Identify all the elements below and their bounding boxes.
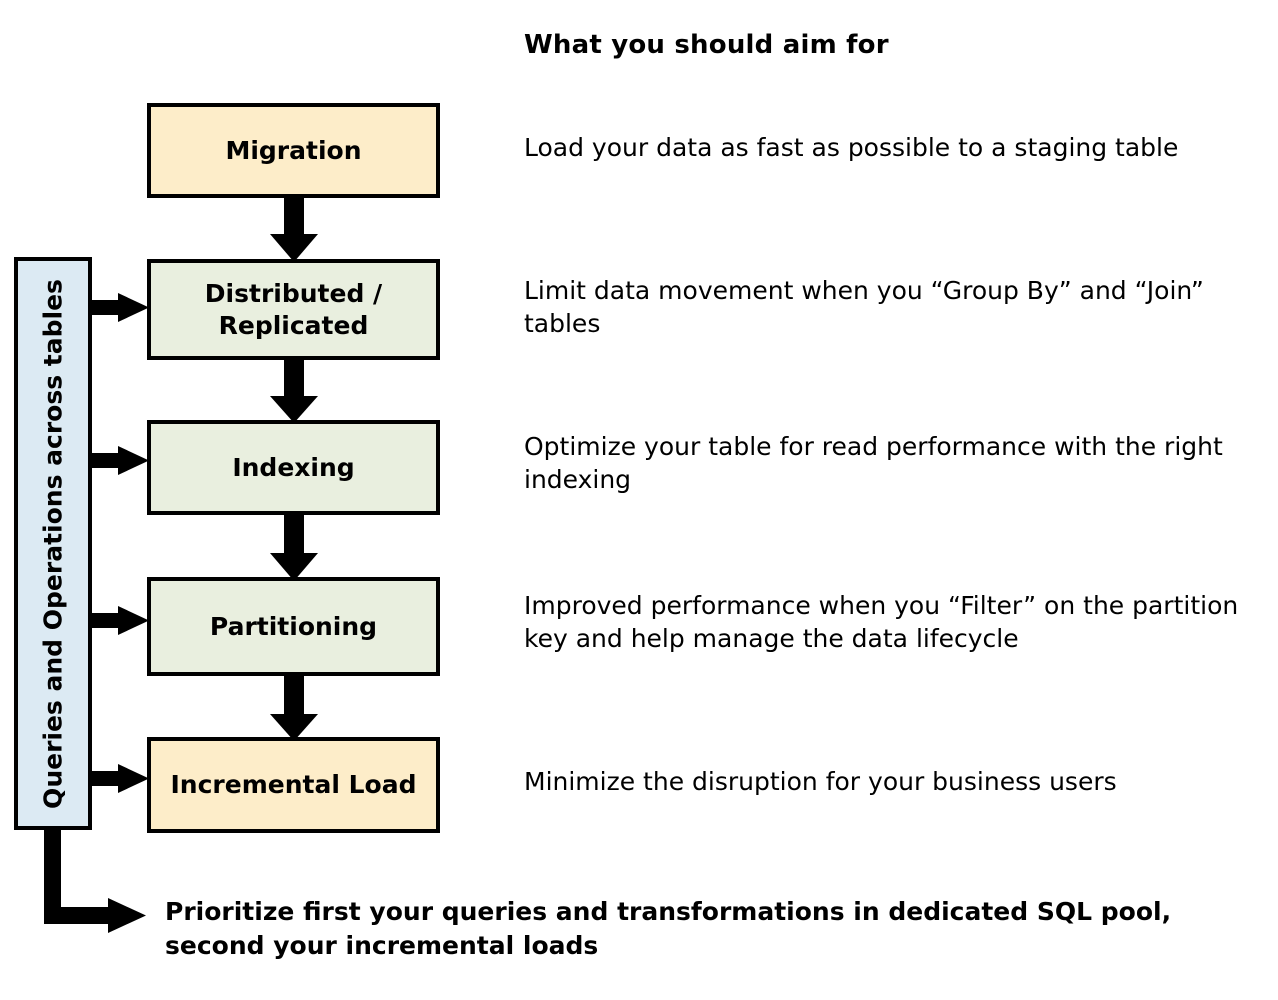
conclusion-text: Prioritize first your queries and transf… xyxy=(165,897,1172,960)
conclusion-elbow-arrow xyxy=(44,824,146,933)
stage-label-migration: Migration xyxy=(225,135,362,165)
arrow-shaft-distributed-indexing xyxy=(284,358,304,400)
stage-box-indexing[interactable]: Indexing xyxy=(147,420,440,515)
description-indexing: Optimize your table for read performance… xyxy=(524,432,1223,495)
stage-box-migration[interactable]: Migration xyxy=(147,103,440,198)
queries-operations-bar-label: Queries and Operations across tables xyxy=(38,278,68,809)
description-distributed-replicated: Limit data movement when you “Group By” … xyxy=(524,276,1204,339)
stage-label-distributed-replicated: Distributed /Replicated xyxy=(204,279,383,340)
description-incremental-load: Minimize the disruption for your busines… xyxy=(524,767,1117,796)
arrow-head-bar-partitioning xyxy=(118,606,149,635)
stage-box-partitioning[interactable]: Partitioning xyxy=(147,577,440,676)
arrow-shaft-partitioning-incremental xyxy=(284,674,304,718)
arrow-shaft-bar-incremental xyxy=(88,771,126,786)
elbow-arrow-head xyxy=(108,898,146,933)
stage-label-incremental-load: Incremental Load xyxy=(170,770,417,800)
arrow-head-migration-distributed xyxy=(270,234,318,262)
arrow-head-indexing-partitioning xyxy=(270,553,318,581)
page-title: What you should aim for xyxy=(524,30,889,60)
arrow-head-bar-distributed xyxy=(118,293,149,322)
side-bar-arrows xyxy=(88,293,149,793)
vertical-flow-arrows xyxy=(270,196,318,741)
arrow-shaft-indexing-partitioning xyxy=(284,513,304,557)
description-migration: Load your data as fast as possible to a … xyxy=(524,133,1179,162)
description-partitioning: Improved performance when you “Filter” o… xyxy=(524,591,1239,654)
stage-box-distributed-replicated[interactable]: Distributed /Replicated xyxy=(147,259,440,360)
stage-label-indexing: Indexing xyxy=(232,452,355,482)
arrow-shaft-bar-distributed xyxy=(88,300,126,315)
elbow-vertical-segment xyxy=(44,824,61,924)
arrow-shaft-bar-indexing xyxy=(88,453,126,468)
arrow-head-partitioning-incremental xyxy=(270,714,318,741)
elbow-horizontal-segment xyxy=(44,907,119,924)
stage-box-incremental-load[interactable]: Incremental Load xyxy=(147,737,440,833)
arrow-head-bar-incremental xyxy=(118,764,149,793)
queries-operations-bar: Queries and Operations across tables xyxy=(14,257,92,830)
stage-label-partitioning: Partitioning xyxy=(209,611,378,641)
arrow-head-distributed-indexing xyxy=(270,396,318,423)
arrow-shaft-migration-distributed xyxy=(284,196,304,238)
arrow-head-bar-indexing xyxy=(118,446,149,475)
arrow-shaft-bar-partitioning xyxy=(88,613,126,628)
